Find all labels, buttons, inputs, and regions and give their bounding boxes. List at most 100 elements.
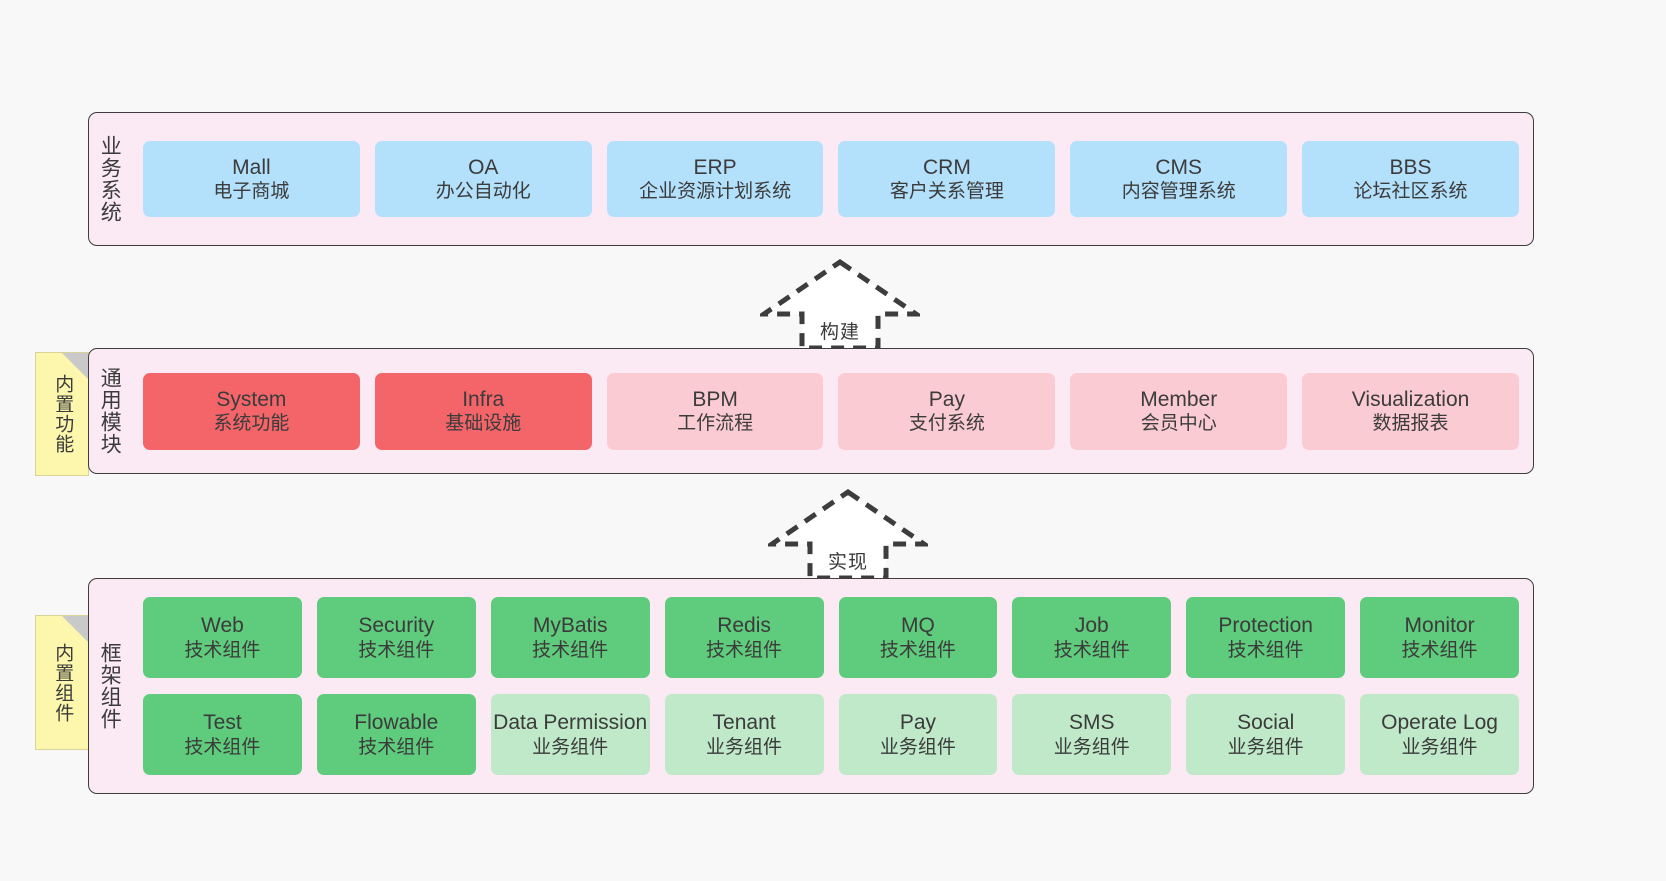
card-monitor-desc: 技术组件 — [1401, 639, 1478, 661]
card-pay-component[interactable]: Pay 业务组件 — [838, 694, 998, 775]
card-mybatis-desc: 技术组件 — [532, 639, 609, 661]
card-operate-log-name: Operate Log — [1381, 711, 1498, 735]
card-system-desc: 系统功能 — [213, 413, 290, 435]
card-system[interactable]: System 系统功能 — [143, 372, 360, 450]
card-erp-name: ERP — [693, 155, 737, 179]
layer-common-modules: 通用模块 System 系统功能 Infra 基础设施 BPM 工作流程 Pay — [88, 348, 1534, 474]
card-social-desc: 业务组件 — [1227, 736, 1304, 758]
card-data-permission-name: Data Permission — [493, 711, 648, 735]
card-protection-desc: 技术组件 — [1227, 639, 1304, 661]
card-member-desc: 会员中心 — [1140, 413, 1217, 435]
framework-components-card-row-2: Test 技术组件 Flowable 技术组件 Data Permission … — [143, 694, 1519, 775]
card-bpm[interactable]: BPM 工作流程 — [606, 372, 824, 450]
layer-business-systems-title: 业务系统 — [98, 135, 122, 223]
arrow-build-label: 构建 — [819, 322, 860, 343]
card-test-name: Test — [203, 711, 242, 735]
card-bpm-name: BPM — [692, 387, 738, 411]
card-mall[interactable]: Mall 电子商城 — [143, 141, 360, 217]
card-system-name: System — [216, 387, 287, 411]
card-tenant[interactable]: Tenant 业务组件 — [664, 694, 824, 775]
card-sms-name: SMS — [1069, 711, 1115, 735]
card-monitor[interactable]: Monitor 技术组件 — [1360, 597, 1519, 678]
card-web[interactable]: Web 技术组件 — [143, 597, 302, 678]
card-crm-desc: 客户关系管理 — [889, 181, 1004, 203]
card-mq[interactable]: MQ 技术组件 — [838, 597, 998, 678]
card-bpm-desc: 工作流程 — [677, 413, 754, 435]
card-crm-name: CRM — [922, 155, 971, 179]
card-operate-log[interactable]: Operate Log 业务组件 — [1360, 694, 1519, 775]
card-bbs-desc: 论坛社区系统 — [1353, 181, 1468, 203]
card-security-desc: 技术组件 — [358, 639, 435, 661]
card-bbs-name: BBS — [1389, 155, 1432, 179]
business-systems-card-row: Mall 电子商城 OA 办公自动化 ERP 企业资源计划系统 CRM 客户关系… — [143, 141, 1519, 217]
card-bbs[interactable]: BBS 论坛社区系统 — [1302, 141, 1519, 217]
card-mall-name: Mall — [232, 155, 271, 179]
card-oa[interactable]: OA 办公自动化 — [374, 141, 592, 217]
card-tenant-name: Tenant — [712, 711, 776, 735]
card-web-desc: 技术组件 — [184, 639, 261, 661]
card-pay-component-name: Pay — [899, 711, 937, 735]
card-social[interactable]: Social 业务组件 — [1186, 694, 1346, 775]
card-test-desc: 技术组件 — [184, 736, 261, 758]
layer-business-systems-body: Mall 电子商城 OA 办公自动化 ERP 企业资源计划系统 CRM 客户关系… — [129, 113, 1533, 245]
card-pay-module[interactable]: Pay 支付系统 — [838, 372, 1056, 450]
common-modules-card-row: System 系统功能 Infra 基础设施 BPM 工作流程 Pay 支付系统… — [143, 372, 1519, 450]
card-redis[interactable]: Redis 技术组件 — [664, 597, 824, 678]
card-member[interactable]: Member 会员中心 — [1070, 372, 1288, 450]
card-member-name: Member — [1140, 387, 1218, 411]
layer-framework-components: 框架组件 Web 技术组件 Security 技术组件 MyBatis 技术组件… — [88, 578, 1534, 794]
card-protection[interactable]: Protection 技术组件 — [1186, 597, 1346, 678]
layer-common-modules-title: 通用模块 — [98, 367, 122, 455]
card-visualization-desc: 数据报表 — [1372, 413, 1449, 435]
card-mybatis-name: MyBatis — [532, 614, 608, 638]
card-pay-module-name: Pay — [928, 387, 965, 411]
layer-common-modules-body: System 系统功能 Infra 基础设施 BPM 工作流程 Pay 支付系统… — [129, 349, 1533, 473]
card-job-desc: 技术组件 — [1053, 639, 1130, 661]
arrow-realize-label: 实现 — [827, 552, 868, 573]
card-job-name: Job — [1074, 614, 1109, 638]
layer-framework-components-body: Web 技术组件 Security 技术组件 MyBatis 技术组件 Redi… — [129, 579, 1533, 793]
arrow-build: 构建 — [760, 258, 920, 350]
card-redis-name: Redis — [717, 614, 771, 638]
card-monitor-name: Monitor — [1404, 614, 1475, 638]
card-oa-name: OA — [468, 155, 499, 179]
card-mybatis[interactable]: MyBatis 技术组件 — [490, 597, 650, 678]
card-oa-desc: 办公自动化 — [435, 181, 531, 203]
card-test[interactable]: Test 技术组件 — [143, 694, 302, 775]
card-flowable[interactable]: Flowable 技术组件 — [316, 694, 476, 775]
card-cms[interactable]: CMS 内容管理系统 — [1070, 141, 1288, 217]
card-tenant-desc: 业务组件 — [706, 736, 783, 758]
card-mall-desc: 电子商城 — [213, 181, 290, 203]
card-security[interactable]: Security 技术组件 — [316, 597, 476, 678]
card-operate-log-desc: 业务组件 — [1401, 736, 1478, 758]
card-mq-desc: 技术组件 — [879, 639, 956, 661]
card-infra[interactable]: Infra 基础设施 — [374, 372, 592, 450]
card-sms-desc: 业务组件 — [1053, 736, 1130, 758]
layer-business-systems: 业务系统 Mall 电子商城 OA 办公自动化 ERP 企业资源计划系统 CRM — [88, 112, 1534, 246]
card-pay-module-desc: 支付系统 — [908, 413, 985, 435]
sticky-note-builtin-components: 内置组件 — [35, 615, 89, 750]
card-web-name: Web — [201, 614, 244, 638]
sticky-note-builtin-features: 内置功能 — [35, 352, 89, 476]
card-infra-name: Infra — [462, 387, 505, 411]
card-erp-desc: 企业资源计划系统 — [639, 181, 792, 203]
card-visualization-name: Visualization — [1351, 387, 1470, 411]
card-pay-component-desc: 业务组件 — [879, 736, 956, 758]
card-protection-name: Protection — [1218, 614, 1313, 638]
card-social-name: Social — [1237, 711, 1295, 735]
card-data-permission-desc: 业务组件 — [532, 736, 609, 758]
card-flowable-name: Flowable — [354, 711, 439, 735]
card-cms-name: CMS — [1155, 155, 1203, 179]
card-redis-desc: 技术组件 — [706, 639, 783, 661]
card-visualization[interactable]: Visualization 数据报表 — [1302, 372, 1519, 450]
card-erp[interactable]: ERP 企业资源计划系统 — [606, 141, 824, 217]
card-crm[interactable]: CRM 客户关系管理 — [838, 141, 1056, 217]
card-cms-desc: 内容管理系统 — [1121, 181, 1236, 203]
card-sms[interactable]: SMS 业务组件 — [1012, 694, 1172, 775]
card-infra-desc: 基础设施 — [445, 413, 522, 435]
card-data-permission[interactable]: Data Permission 业务组件 — [490, 694, 650, 775]
layer-framework-components-title: 框架组件 — [98, 642, 122, 730]
card-job[interactable]: Job 技术组件 — [1012, 597, 1172, 678]
card-security-name: Security — [358, 614, 435, 638]
